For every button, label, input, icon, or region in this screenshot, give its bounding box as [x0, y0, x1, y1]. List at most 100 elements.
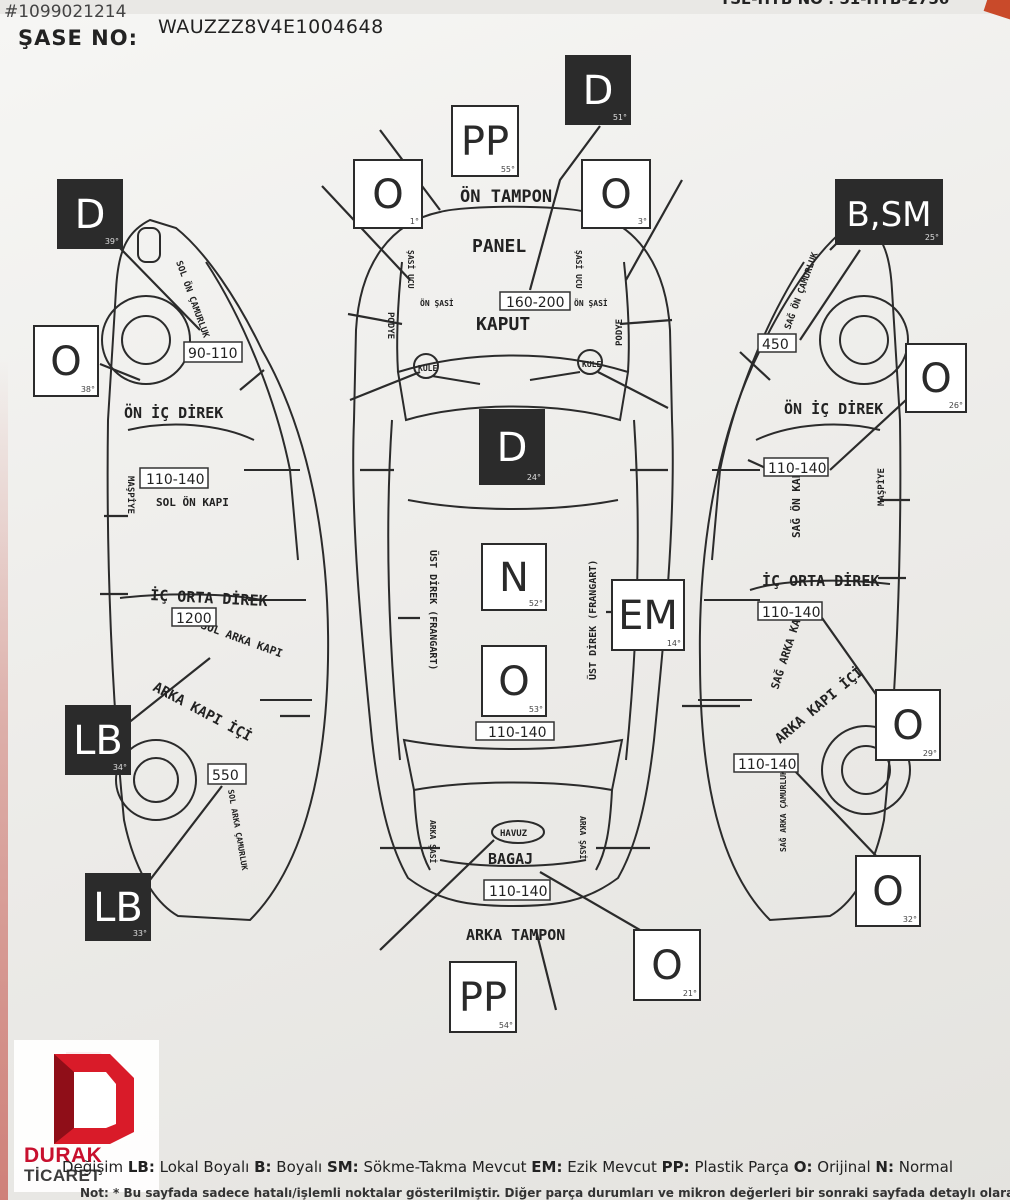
code-angle: 33°: [133, 929, 147, 938]
code-letter: O: [872, 869, 903, 915]
label-sag-on-kapi: SAĞ ÖN KAPI: [789, 465, 803, 538]
code-angle: 52°: [529, 599, 543, 608]
label-arka-sasi-right: ARKA ŞASİ: [578, 816, 588, 860]
car-top-view: [352, 205, 674, 908]
code-letter: EM: [618, 593, 678, 639]
top-strip: [0, 0, 1010, 14]
code-letter: PP: [461, 119, 509, 165]
svg-text:450: 450: [762, 337, 789, 353]
label-podye-right: PODYE: [615, 319, 625, 346]
code-angle: 55°: [501, 165, 515, 174]
code-angle: 3°: [638, 217, 647, 226]
code-letter: O: [372, 172, 403, 218]
label-ust-direk-left: ÜST DİREK (FRANGART): [427, 550, 441, 670]
svg-text:110-140: 110-140: [738, 757, 797, 773]
code-letter: O: [498, 659, 529, 705]
code-box-hood: D51°: [565, 55, 631, 125]
code-box-right-front-door: O26°: [905, 343, 967, 413]
legend-key: O:: [793, 1158, 813, 1176]
legend-key: PP:: [661, 1158, 690, 1176]
label-on-sasi-right: ÖN ŞASİ: [574, 298, 608, 308]
label-kaput: KAPUT: [476, 314, 530, 335]
legend-text: Lokal Boyalı: [154, 1158, 255, 1176]
code-box-front-left-corner: O1°: [353, 159, 423, 229]
legend-text: Boyalı: [271, 1158, 327, 1176]
code-box-right-rear-fender: O32°: [855, 855, 921, 927]
code-letter: D: [583, 68, 614, 114]
code-letter: O: [600, 172, 631, 218]
label-sasi-ucu-right: ŞASİ UCU: [574, 250, 584, 289]
code-angle: 39°: [105, 237, 119, 246]
code-angle: 21°: [683, 989, 697, 998]
chassis-label: ŞASE NO:: [18, 26, 138, 50]
label-bagaj: BAGAJ: [488, 850, 533, 868]
meas-left-rear-fender: 550: [207, 763, 247, 785]
meas-hood: 160-200: [499, 291, 571, 311]
meas-right-front-door: 110-140: [763, 457, 829, 477]
label-podye-left: PODYE: [385, 312, 395, 339]
code-letter: LB: [73, 718, 123, 764]
car-left-side: [101, 218, 330, 922]
label-panel: PANEL: [472, 236, 526, 257]
label-on-ic-direk-left: ÖN İÇ DİREK: [124, 403, 223, 422]
code-box-roof: D24°: [479, 409, 545, 485]
code-angle: 53°: [529, 705, 543, 714]
legend-text: Ezik Mevcut: [562, 1158, 662, 1176]
label-kule-right: KULE: [582, 360, 601, 369]
code-letter: B,SM: [846, 195, 931, 235]
legend-text: Plastik Parça: [689, 1158, 794, 1176]
label-ic-orta-direk-right: İÇ ORTA DİREK: [762, 571, 879, 590]
code-letter: O: [50, 339, 81, 385]
meas-right-rear-door: 110-140: [757, 601, 823, 621]
status-codes: D39°O38°LB34°LB33°PP55°O1°O3°D51°D24°N52…: [33, 55, 967, 1033]
listing-reference-id: #1099021214: [4, 2, 127, 22]
meas-left-fender: 90-110: [183, 341, 243, 363]
code-box-interior: N52°: [481, 543, 547, 611]
code-angle: 25°: [925, 233, 939, 242]
svg-text:550: 550: [212, 768, 239, 784]
label-havuz: HAVUZ: [500, 829, 528, 839]
code-angle: 29°: [923, 749, 937, 758]
svg-text:110-140: 110-140: [146, 472, 205, 488]
meas-left-front-door: 110-140: [139, 467, 209, 489]
legend-text: Değişim: [62, 1158, 128, 1176]
logo-name: DURAK: [24, 1144, 103, 1167]
meas-right-rear-fender: 110-140: [733, 753, 799, 773]
label-maspiye-right: MAŞPİYE: [876, 468, 887, 506]
label-on-sasi-left: ÖN ŞASİ: [420, 298, 454, 308]
legend-text: Normal: [893, 1158, 954, 1176]
code-letter: O: [651, 943, 682, 989]
label-arka-tampon: ARKA TAMPON: [466, 926, 565, 944]
meas-left-rear-door: 1200: [171, 607, 217, 627]
code-letter: PP: [459, 975, 507, 1021]
label-sag-arka-camurluk: SAĞ ARKA ÇAMURLUK: [777, 770, 788, 852]
legend: Değişim LB: Lokal Boyalı B: Boyalı SM: S…: [62, 1158, 1010, 1176]
label-sol-on-camurluk: SOL ÖN ÇAMURLUK: [173, 259, 211, 340]
code-letter: LB: [93, 885, 143, 931]
code-angle: 24°: [527, 473, 541, 482]
svg-text:110-140: 110-140: [762, 605, 821, 621]
code-box-left-front-wheel: O38°: [33, 325, 99, 397]
code-box-front-right-corner: O 3°: [581, 159, 651, 229]
label-maspiye-left: MAŞPİYE: [125, 476, 136, 514]
svg-text:90-110: 90-110: [188, 346, 238, 362]
code-letter: D: [75, 192, 106, 238]
code-angle: 14°: [667, 639, 681, 648]
label-on-ic-direk-right: ÖN İÇ DİREK: [784, 399, 883, 418]
code-angle: 34°: [113, 763, 127, 772]
legend-key: N:: [875, 1158, 894, 1176]
svg-text:1200: 1200: [176, 611, 212, 627]
code-angle: 51°: [613, 113, 627, 122]
label-arka-kapi-ici-right: ARKA KAPI İÇİ: [772, 664, 867, 747]
label-sasi-ucu-left: ŞASİ UCU: [406, 250, 416, 289]
meas-trunk: 110-140: [483, 879, 551, 901]
label-ust-direk-right: ÜST DİREK (FRANGART): [585, 560, 599, 680]
code-angle: 26°: [949, 401, 963, 410]
code-letter: O: [892, 703, 923, 749]
code-box-left-fender-top: D39°: [57, 179, 123, 249]
